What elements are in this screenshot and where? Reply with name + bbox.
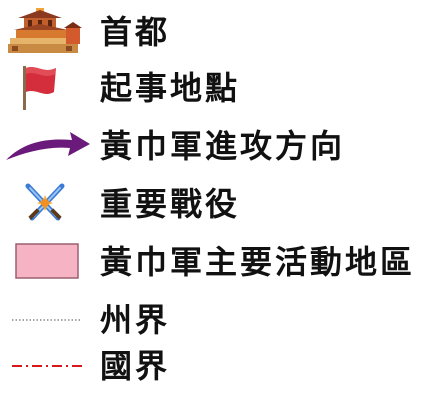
dotted-line-icon	[6, 294, 86, 346]
legend-label-province-border: 州界	[100, 301, 171, 339]
crossed-swords-icon	[6, 178, 86, 230]
legend-item-uprising: 起事地點	[0, 62, 432, 114]
dash-dot-line-icon	[6, 340, 86, 392]
legend-label-advance: 黃巾軍進攻方向	[100, 127, 346, 165]
legend-item-state-border: 國界	[0, 340, 432, 392]
legend-label-battle: 重要戰役	[100, 185, 241, 223]
legend-label-capital: 首都	[100, 13, 171, 51]
arrow-icon	[6, 120, 90, 172]
legend-label-uprising: 起事地點	[100, 69, 241, 107]
legend-item-active-area: 黃巾軍主要活動地區	[0, 236, 432, 288]
red-flag-icon	[6, 62, 86, 114]
legend-item-advance: 黃巾軍進攻方向	[0, 120, 432, 172]
legend-item-battle: 重要戰役	[0, 178, 432, 230]
legend-label-state-border: 國界	[100, 347, 171, 385]
legend-label-active-area: 黃巾軍主要活動地區	[100, 243, 416, 281]
palace-icon	[6, 6, 86, 58]
legend-item-province-border: 州界	[0, 294, 432, 346]
pink-box-icon	[6, 236, 86, 288]
legend-item-capital: 首都	[0, 6, 432, 58]
